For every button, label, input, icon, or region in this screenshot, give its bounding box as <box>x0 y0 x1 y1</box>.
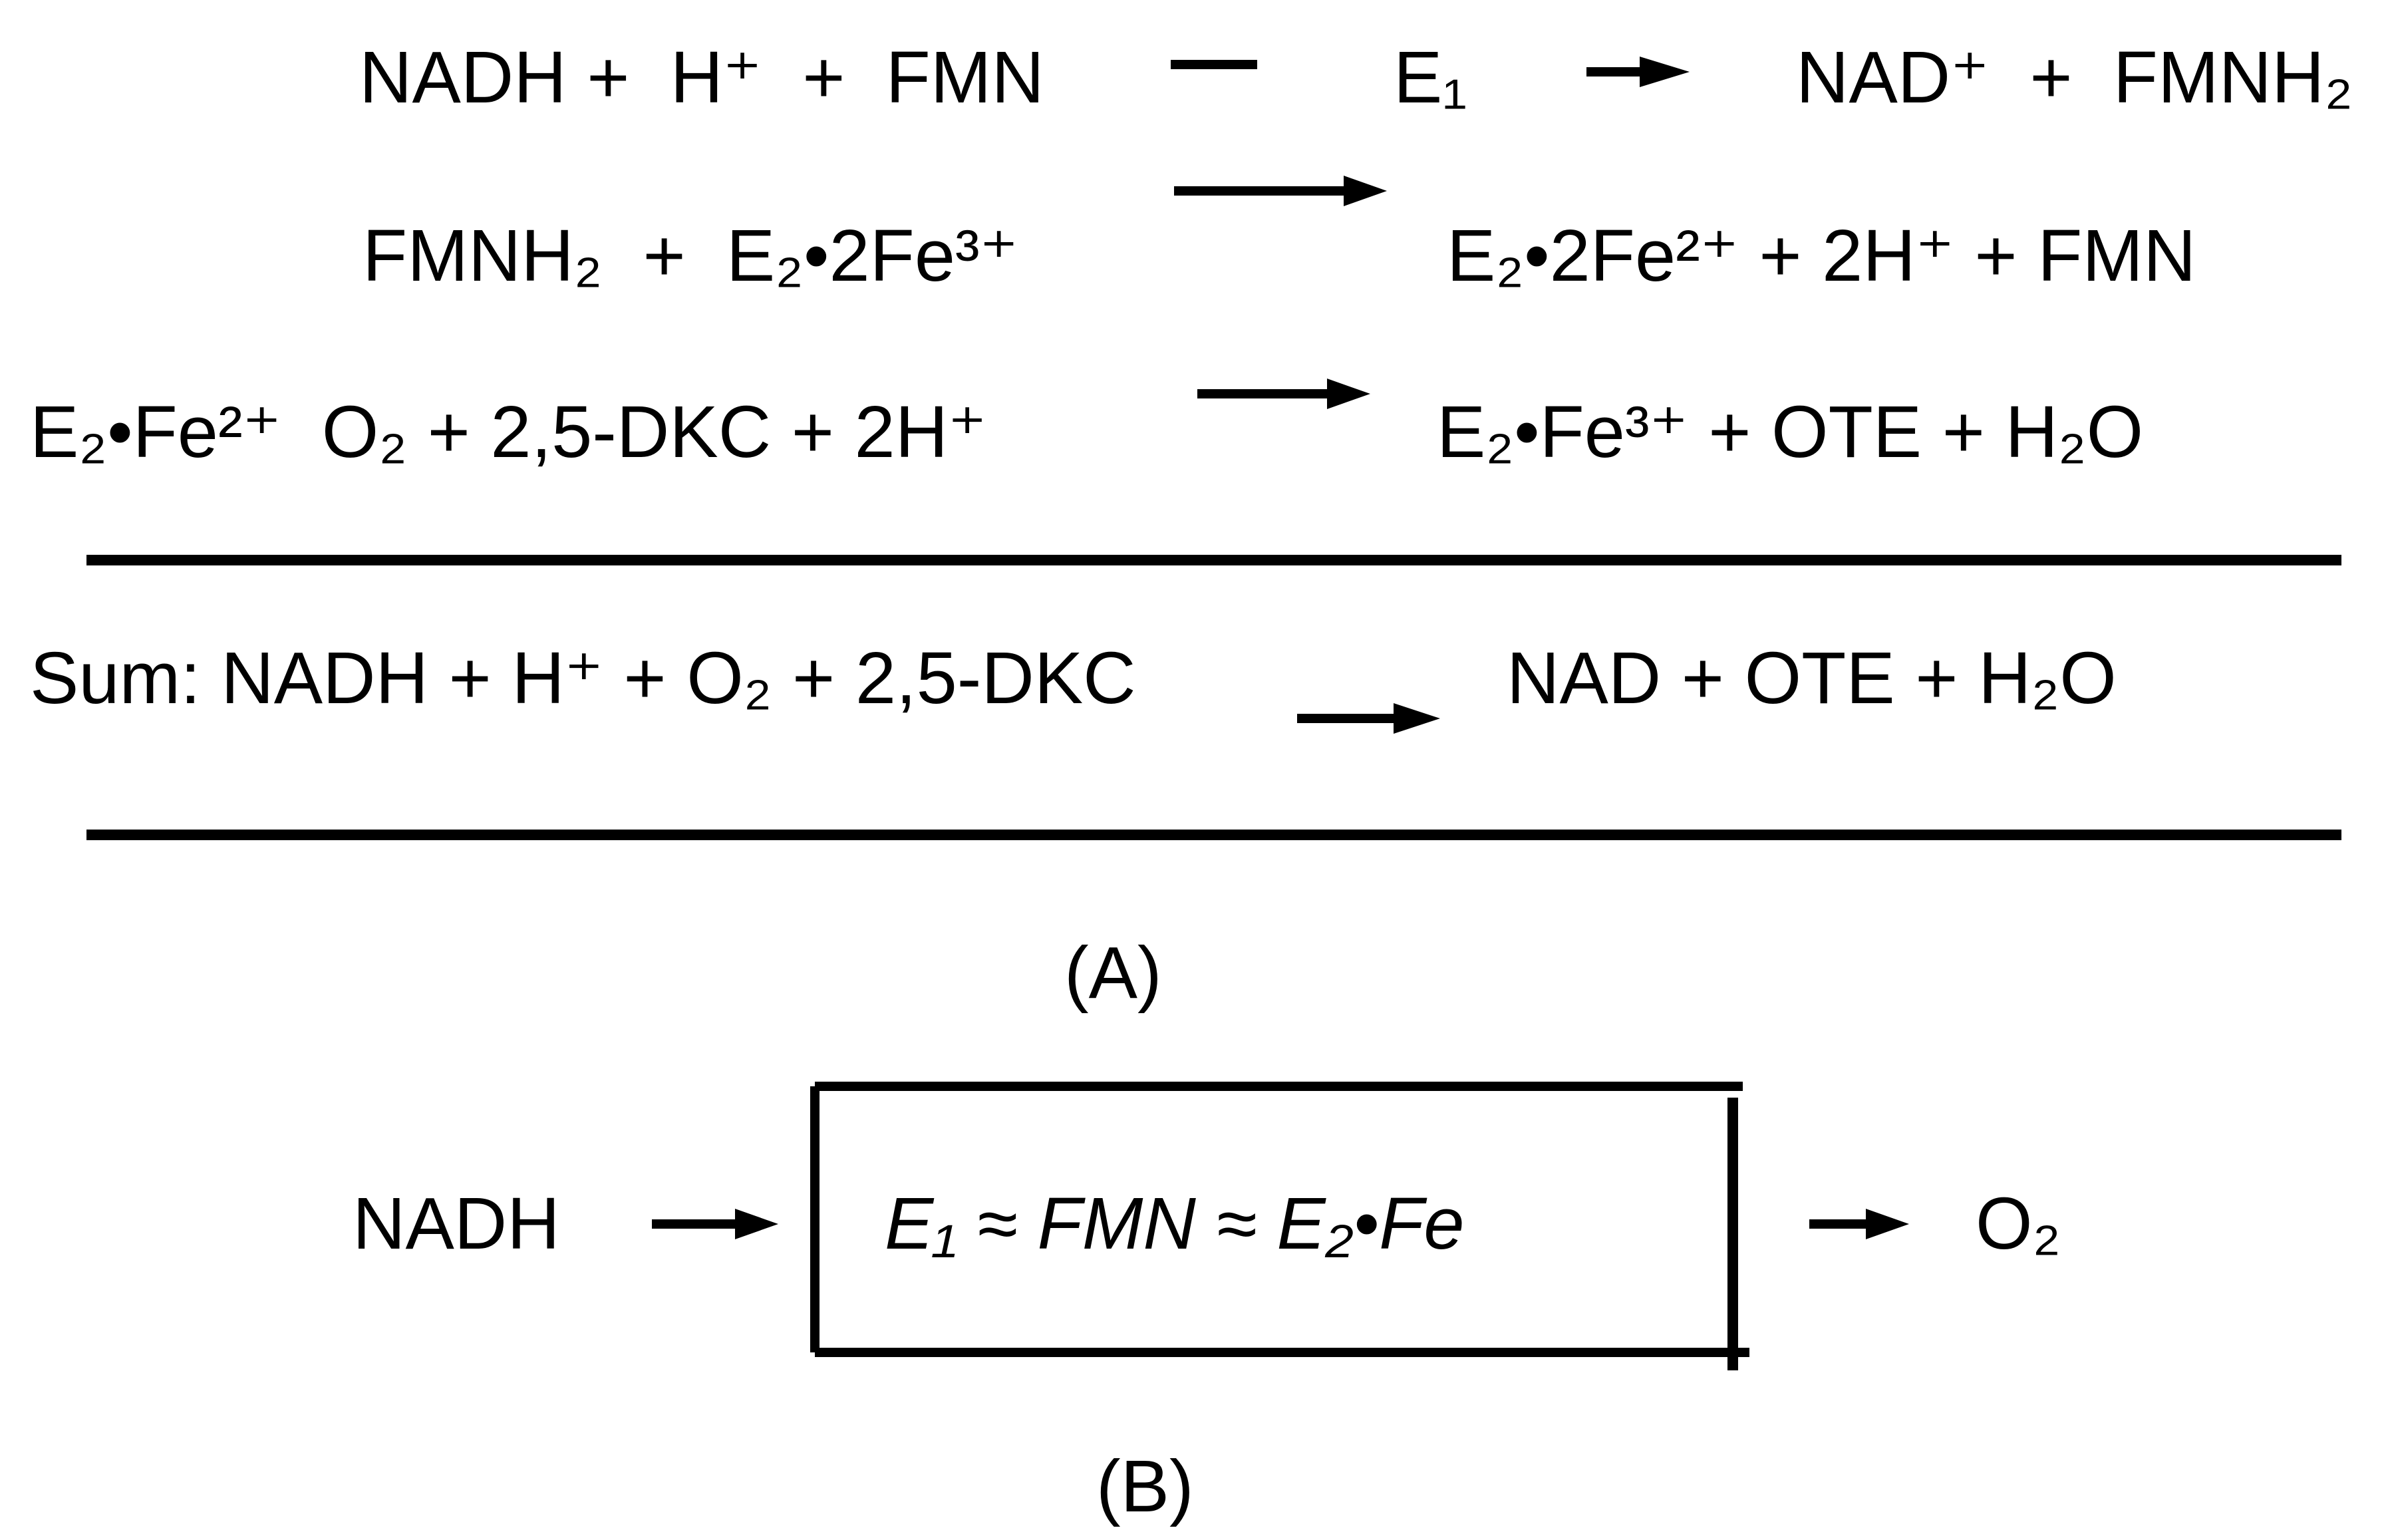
donor-to-complex-arrow <box>652 1209 778 1239</box>
reaction-2-products: E₂•2Fe²⁺ + 2H⁺ + FMN <box>1447 215 2196 297</box>
complex-to-acceptor-arrow <box>1809 1209 1909 1239</box>
sum-reaction-reactants: Sum: NADH + H⁺ + O₂ + 2,5-DKC <box>30 637 1136 719</box>
reaction-1-reactants: NADH + H⁺ + FMN <box>359 37 1044 118</box>
reaction-1-enzyme: E₁ <box>1394 37 1467 118</box>
reaction-1-products: NAD⁺ + FMNH₂ <box>1796 37 2353 118</box>
reaction-3-products: E₂•Fe³⁺ + OTE + H₂O <box>1437 391 2144 473</box>
reaction-3-reactants: E₂•Fe²⁺ O₂ + 2,5-DKC + 2H⁺ <box>30 391 987 473</box>
reaction-1-arrow <box>1586 57 1690 87</box>
panel-a-caption: (A) <box>1064 932 1162 1014</box>
electron-acceptor-label: O₂ <box>1976 1183 2061 1265</box>
enzyme-complex-box <box>810 1082 1749 1370</box>
enzyme-complex-label: E₁ ≈ FMN ≈ E₂•Fe <box>885 1183 1465 1265</box>
reaction-2-reactants: FMNH₂ + E₂•2Fe³⁺ <box>363 215 1018 297</box>
sum-reaction-products: NAD + OTE + H₂O <box>1507 637 2117 719</box>
reaction-3-arrow <box>1197 379 1370 409</box>
reaction-2-arrow <box>1174 176 1387 206</box>
electron-donor-label: NADH <box>353 1183 560 1265</box>
sum-reaction-arrow <box>1297 703 1440 734</box>
panel-b-caption: (B) <box>1096 1446 1194 1527</box>
